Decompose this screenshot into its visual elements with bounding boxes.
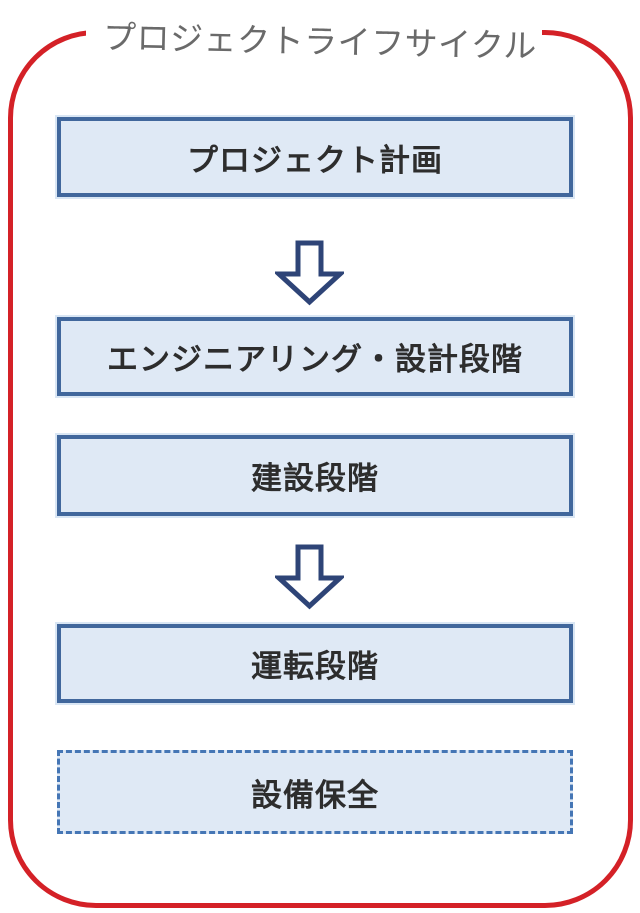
box-engineering-design: エンジニアリング・設計段階 [57, 317, 573, 396]
down-arrow-icon [275, 240, 344, 306]
box-operation: 運転段階 [57, 624, 573, 703]
box-project-plan: プロジェクト計画 [57, 117, 573, 197]
box-construction: 建設段階 [57, 435, 573, 516]
title-background-mask [86, 24, 542, 42]
down-arrow-icon [275, 544, 344, 610]
box-maintenance: 設備保全 [57, 750, 573, 834]
